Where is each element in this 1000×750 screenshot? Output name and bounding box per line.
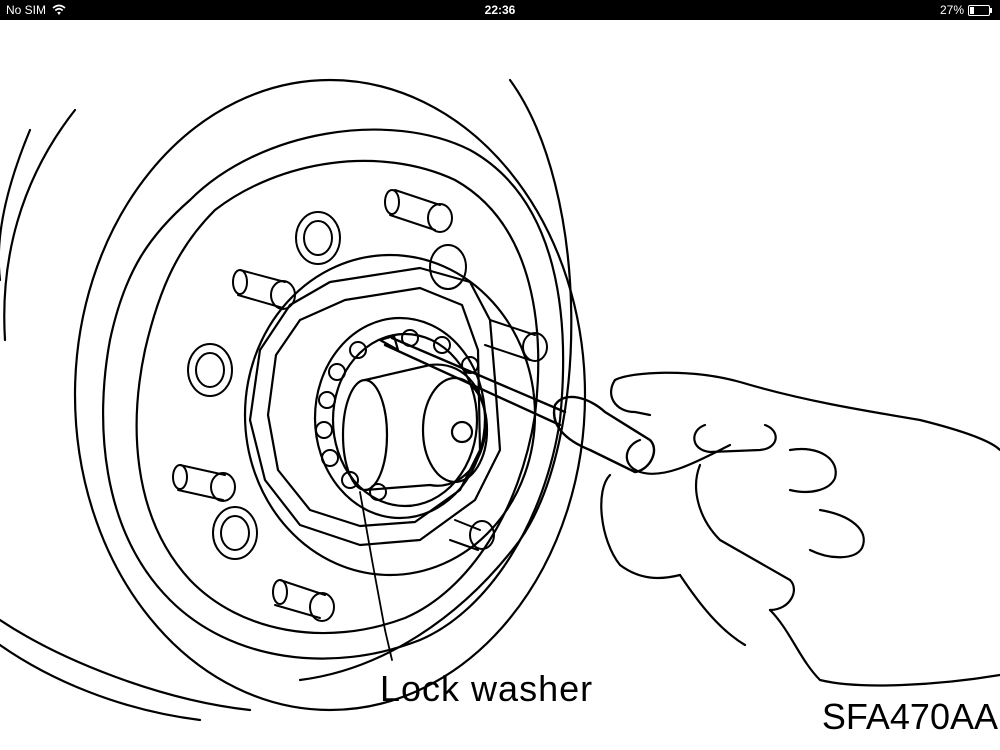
status-bar: No SIM 22:36 27% bbox=[0, 0, 1000, 20]
battery-percent: 27% bbox=[939, 3, 964, 17]
figure-code: SFA470AA bbox=[821, 696, 998, 737]
callout-label: Lock washer bbox=[380, 668, 594, 709]
battery-fill bbox=[970, 6, 974, 14]
wheel-hub-illustration bbox=[0, 78, 1000, 722]
status-right: 27% bbox=[940, 3, 992, 17]
clock: 22:36 bbox=[484, 3, 516, 17]
carrier-label: No SIM bbox=[6, 3, 47, 17]
status-left: No SIM bbox=[6, 3, 66, 17]
battery-icon bbox=[968, 4, 992, 16]
document-view[interactable]: Lock washer SFA470AA bbox=[0, 20, 1000, 750]
wifi-icon bbox=[52, 4, 66, 15]
